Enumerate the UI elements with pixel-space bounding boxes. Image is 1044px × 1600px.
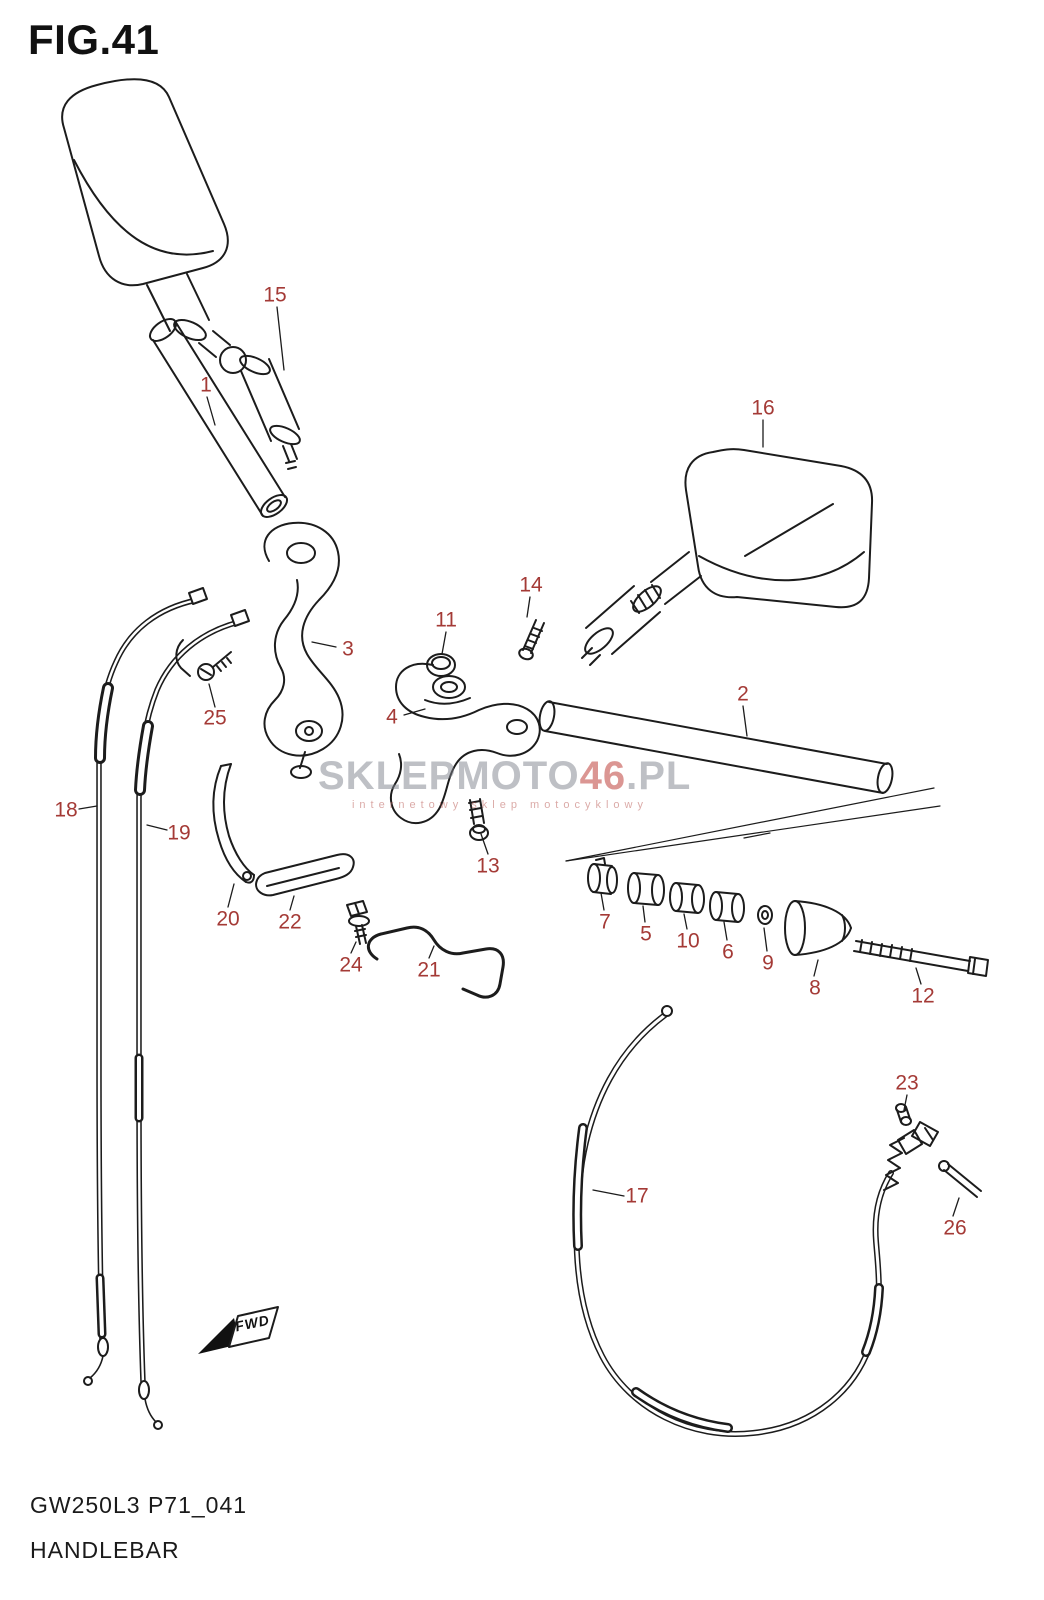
part-23-cap [895,1103,912,1126]
part-3-holder-left [263,521,344,779]
callout-9: 9 [762,951,774,975]
part-15-mirror-left [61,78,301,470]
callout-10: 10 [676,929,700,953]
callout-7: 7 [599,910,611,934]
callout-25: 25 [203,706,227,730]
callout-26: 26 [943,1216,967,1240]
callout-14: 14 [519,573,543,597]
callout-22: 22 [278,910,302,934]
leader-lines [78,306,960,1217]
callout-8: 8 [809,976,821,1000]
callout-20: 20 [216,907,240,931]
part-11-cap [426,653,456,677]
fwd-arrow [198,1306,279,1354]
callout-24: 24 [339,953,363,977]
callout-17: 17 [625,1184,649,1208]
callout-3: 3 [342,637,354,661]
callout-6: 6 [722,940,734,964]
part-18-19-throttle-cables [83,587,250,1430]
part-24-screw [346,900,370,945]
part-22-clip [255,853,355,897]
callout-1: 1 [200,373,212,397]
footer-model-code: GW250L3 P71_041 [30,1492,248,1518]
callout-18: 18 [54,798,78,822]
footer-figure-name: HANDLEBAR [30,1537,180,1563]
callout-16: 16 [751,396,775,420]
part-17-clutch-cable [572,1005,939,1437]
part-26-cotter-pin [938,1160,982,1198]
callout-23: 23 [895,1071,919,1095]
callout-5: 5 [640,922,652,946]
part-14-screw [518,619,545,661]
callout-2: 2 [737,682,749,706]
part-2-handlebar-right-tube [538,700,941,862]
callout-11: 11 [435,608,457,632]
figure-title: FIG.41 [28,16,160,63]
part-16-mirror-right [581,448,874,666]
callout-4: 4 [386,705,398,729]
part-20-bracket [212,763,255,884]
part-21-guide [367,925,505,999]
part-25-screw [197,651,232,681]
callout-12: 12 [911,984,935,1008]
callout-21: 21 [417,958,441,982]
part-4-holder-right [389,662,541,825]
callout-15: 15 [263,283,287,307]
part-13-bolt [468,798,489,841]
parts-grip-end-row [587,857,989,977]
callout-13: 13 [476,854,500,878]
part-1-handlebar-left-tube [148,318,289,518]
callout-19: 19 [167,821,191,845]
